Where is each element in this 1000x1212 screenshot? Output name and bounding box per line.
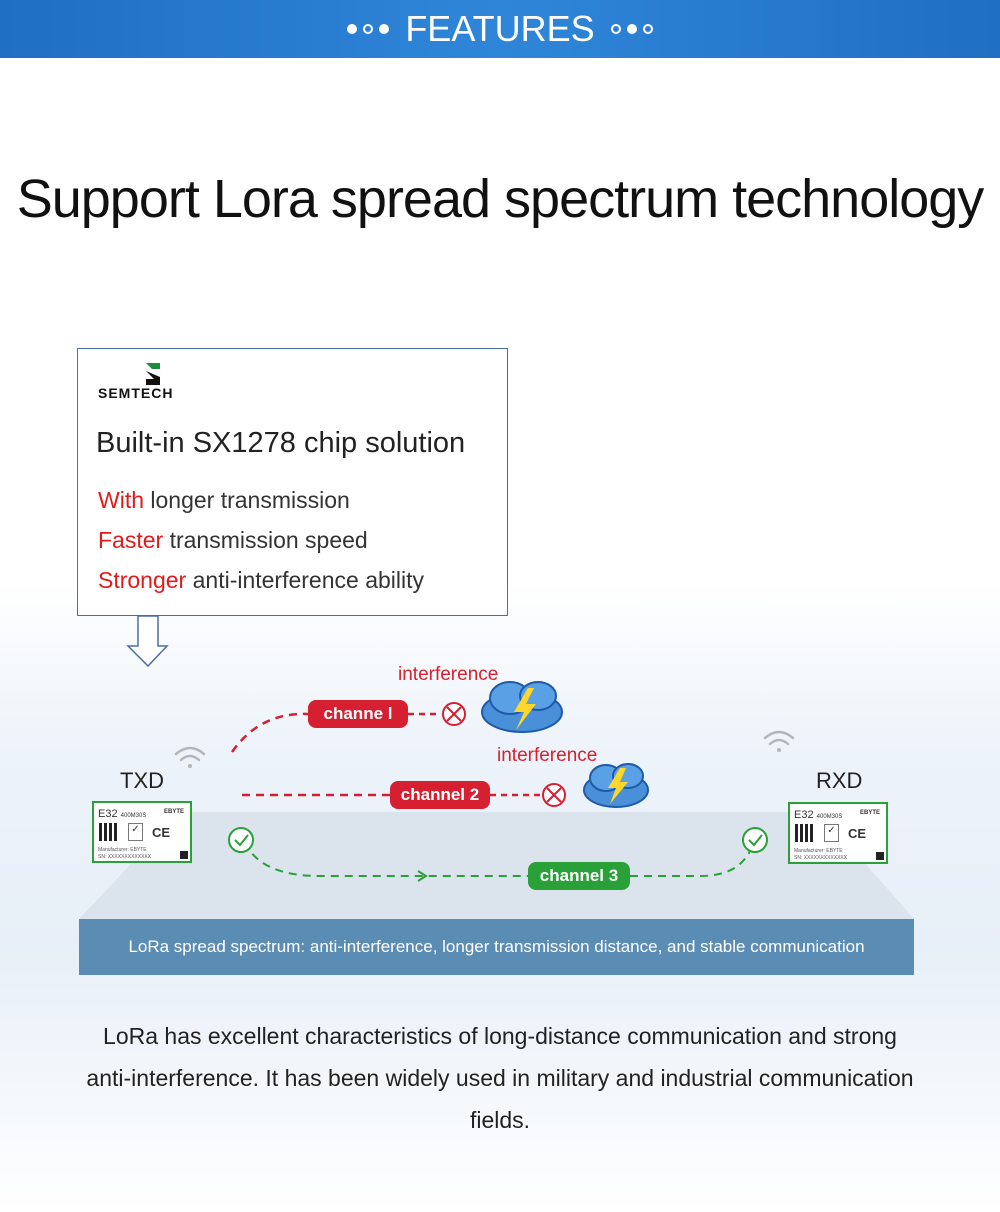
banner-dots-right: [610, 24, 653, 34]
chip-info-card: SEMTECH Built-in SX1278 chip solution Wi…: [77, 348, 508, 616]
check-icon-left: [228, 827, 254, 853]
channel-3-path: [244, 841, 528, 877]
interference-label-1: interference: [398, 664, 499, 685]
txd-label: TXD: [120, 768, 164, 793]
checkmark-icon: ✓: [128, 823, 143, 841]
semtech-logo-mark-icon: [146, 363, 160, 385]
feature-line-1: With longer transmission: [98, 487, 350, 513]
chip-title: Built-in SX1278 chip solution: [96, 427, 466, 459]
qr-code-icon: [795, 824, 813, 842]
feature-line-3: Stronger anti-interference ability: [98, 567, 425, 593]
txd-module: E32 400M30S EBYTE ✓ CE Manufacturer: EBY…: [92, 801, 192, 863]
block-icon-1: [442, 702, 466, 726]
banner-title: FEATURES: [405, 8, 595, 49]
feature-line-2: Faster transmission speed: [98, 527, 368, 553]
storm-cloud-icon-1: [481, 681, 563, 733]
rxd-label: RXD: [816, 768, 863, 793]
wifi-icon-right: [763, 730, 795, 752]
checkmark-icon: ✓: [824, 824, 839, 842]
channel-2-label: channel 2: [390, 781, 490, 809]
features-banner: FEATURES: [0, 0, 1000, 58]
qr-code-icon: [99, 823, 117, 841]
banner-dots-left: [347, 24, 390, 34]
semtech-logo: SEMTECH: [98, 361, 218, 401]
check-icon-right: [742, 827, 768, 853]
channel-3-label: channel 3: [528, 862, 630, 890]
semtech-logo-text: SEMTECH: [98, 385, 174, 401]
down-arrow-icon: [126, 615, 169, 668]
page-headline: Support Lora spread spectrum technology: [16, 169, 985, 229]
platform-caption: LoRa spread spectrum: anti-interference,…: [79, 919, 914, 975]
block-icon-2: [542, 783, 566, 807]
channel-1-label: channe l: [308, 700, 408, 728]
arrow-right-icon: [417, 870, 428, 882]
interference-label-2: interference: [497, 745, 598, 766]
storm-cloud-icon-2: [583, 763, 649, 808]
description-paragraph: LoRa has excellent characteristics of lo…: [86, 1023, 914, 1133]
channel-1-path: [230, 712, 309, 753]
wifi-icon-left: [174, 746, 206, 768]
rxd-module: E32 400M30S EBYTE ✓ CE Manufacturer: EBY…: [788, 802, 888, 864]
platform-top: [79, 812, 914, 919]
